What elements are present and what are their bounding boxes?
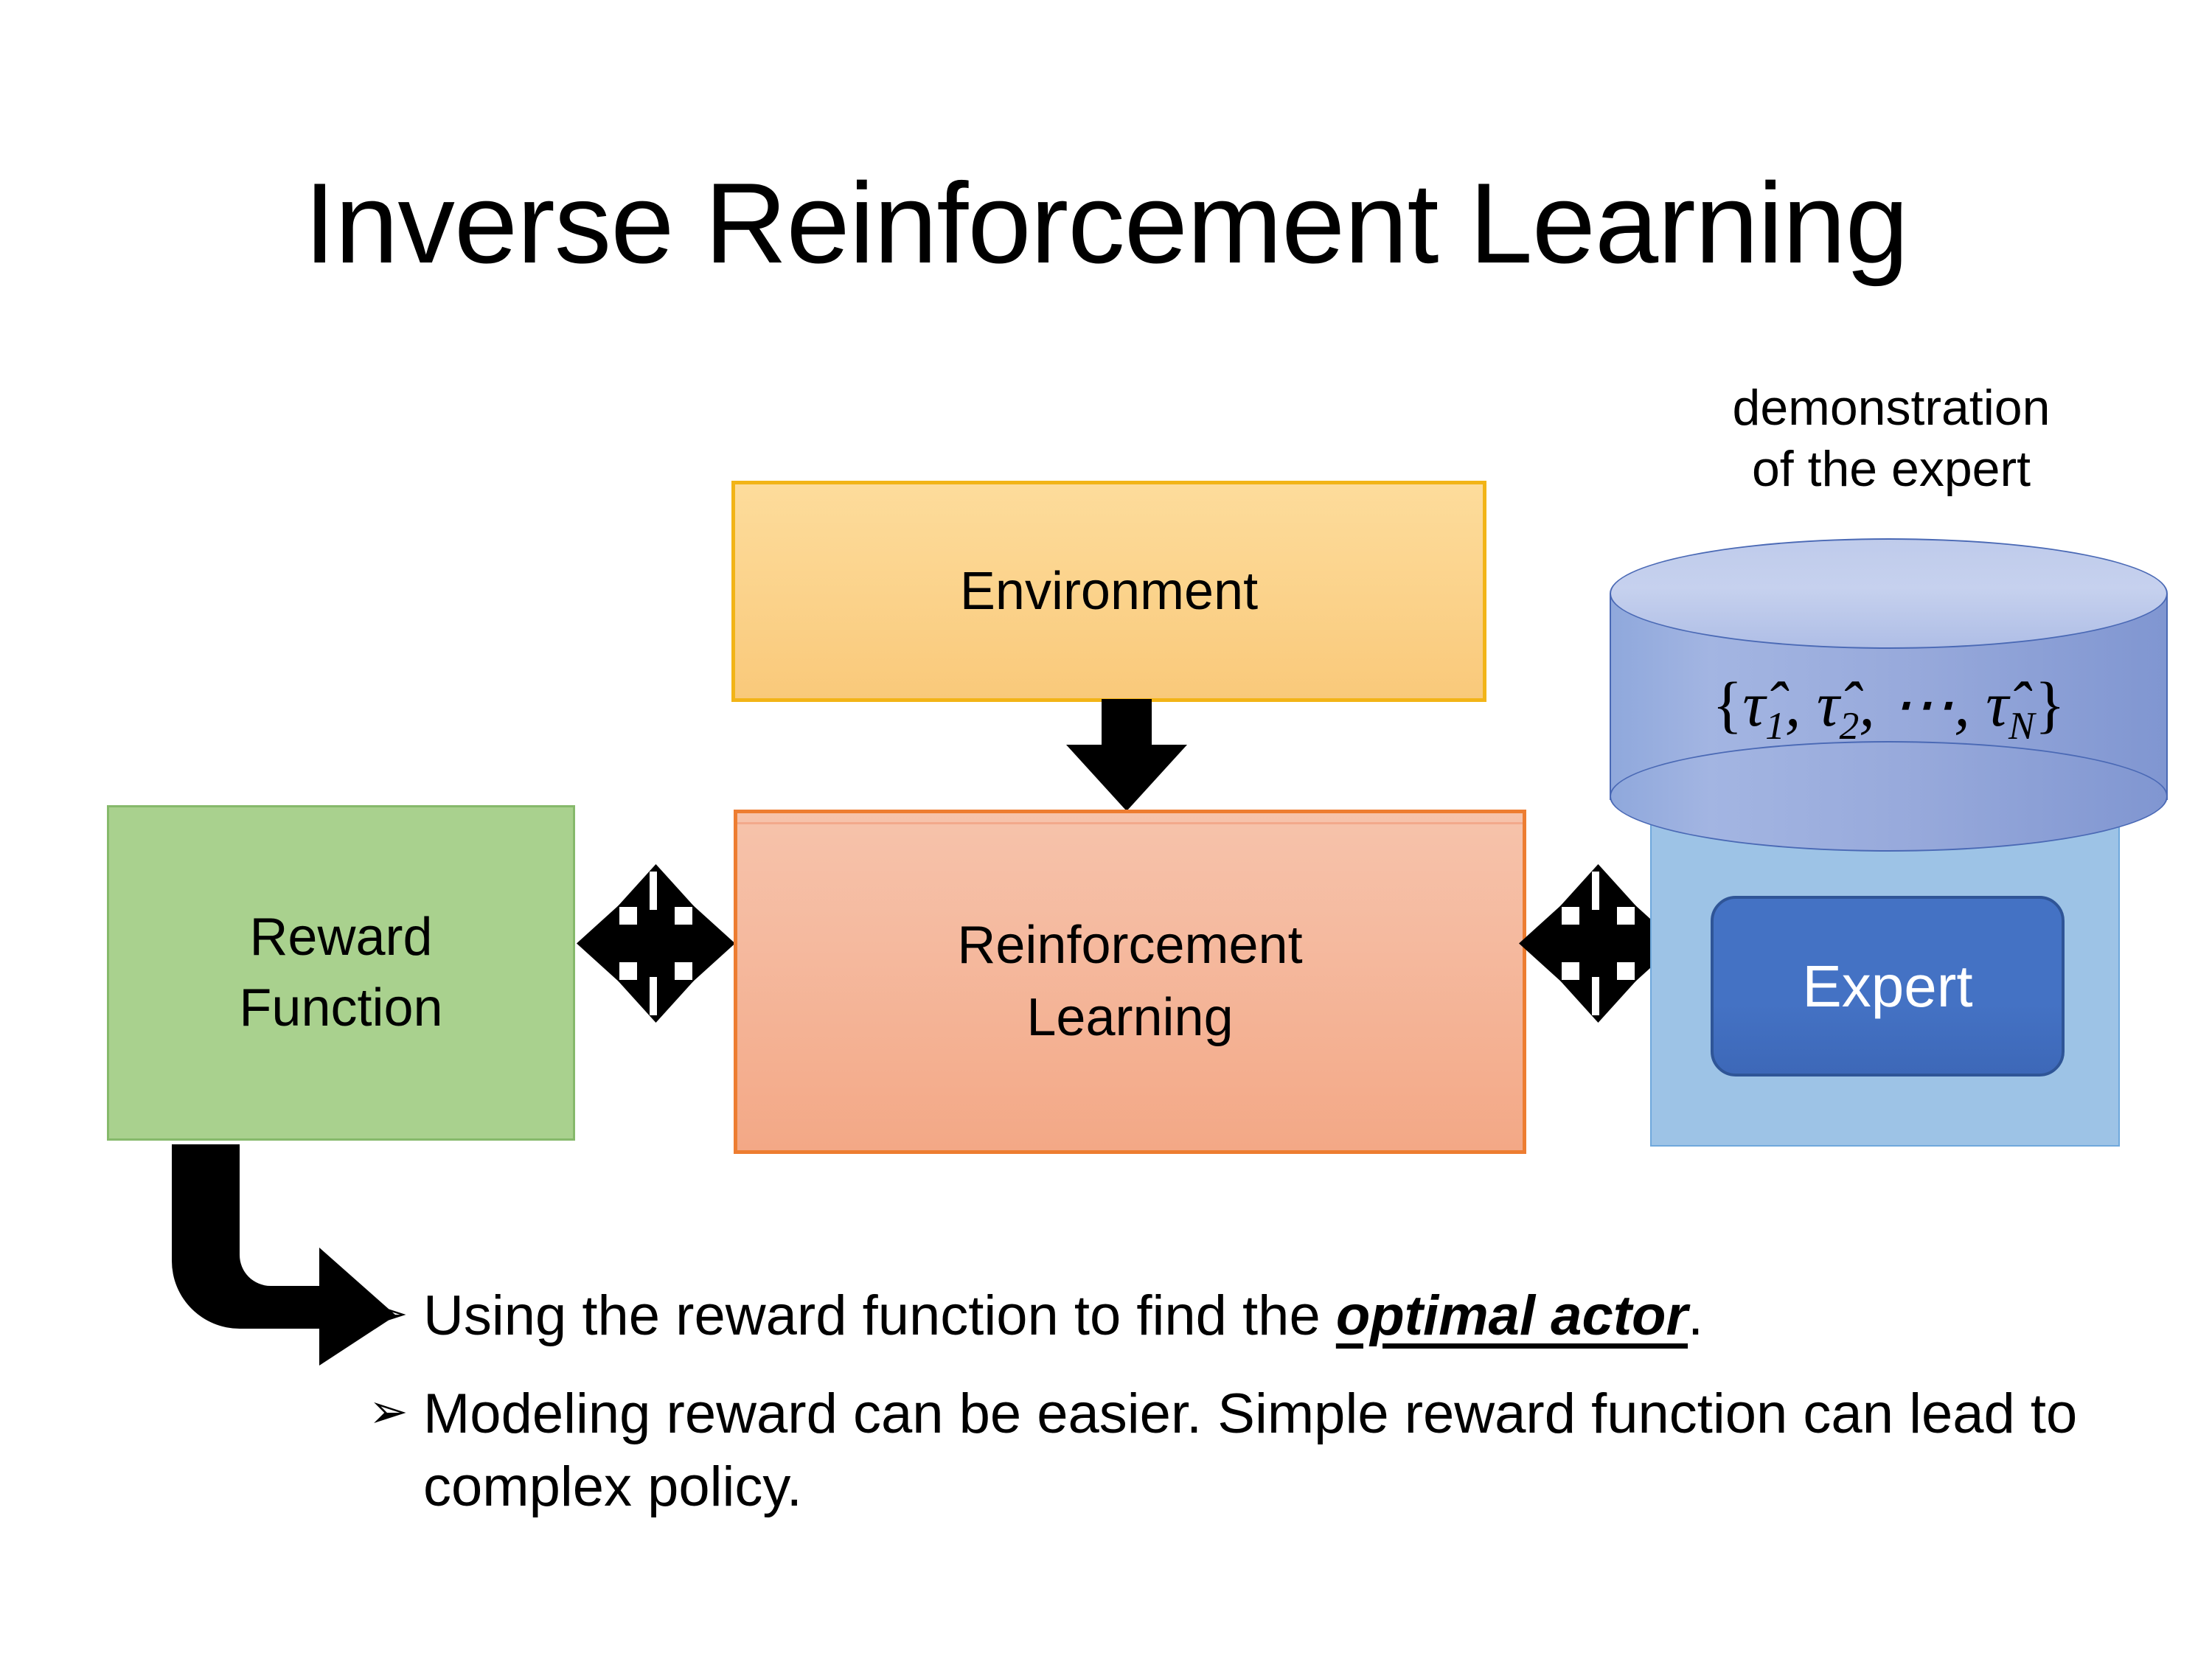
cylinder-top-ellipse xyxy=(1610,538,2168,649)
rl-label-line1: Reinforcement xyxy=(957,916,1303,975)
list-item: ➢ Modeling reward can be easier. Simple … xyxy=(369,1378,2138,1524)
formula-ellipsis: ⋯ xyxy=(1891,669,1955,740)
rl-label-line2: Learning xyxy=(1026,987,1234,1047)
formula-item-2: τ̂ xyxy=(1816,669,1840,740)
environment-box[interactable]: Environment xyxy=(731,481,1486,702)
trajectory-set-formula: {τ̂1, τ̂2, ⋯, τ̂N} xyxy=(1610,667,2168,748)
expert-chip[interactable]: Expert xyxy=(1711,896,2065,1077)
page-title: Inverse Reinforcement Learning xyxy=(304,159,1909,287)
demonstration-caption-line1: demonstration xyxy=(1732,380,2051,436)
bullet-text-1: Using the reward function to find the op… xyxy=(423,1280,2138,1353)
bullet-list: ➢ Using the reward function to find the … xyxy=(369,1280,2138,1548)
rl-box-inner-divider xyxy=(737,822,1523,824)
formula-item-n: τ̂ xyxy=(1986,669,2009,740)
cylinder-bottom-ellipse xyxy=(1610,741,2168,852)
reward-label-line1: Reward xyxy=(249,908,433,967)
formula-item-n-subscript: N xyxy=(2008,703,2035,748)
bullet-1-prefix: Using the reward function to find the xyxy=(423,1284,1336,1347)
reward-label-line2: Function xyxy=(239,978,443,1037)
bullet-1-suffix: . xyxy=(1688,1284,1704,1347)
quad-arrow-icon xyxy=(577,864,735,1023)
expert-chip-label: Expert xyxy=(1802,953,1973,1019)
bullet-arrow-icon: ➢ xyxy=(369,1287,408,1341)
formula-item-2-subscript: 2 xyxy=(1839,703,1860,748)
formula-item-1: τ̂ xyxy=(1742,669,1766,740)
formula-item-1-subscript: 1 xyxy=(1765,703,1785,748)
down-arrow-icon xyxy=(1066,699,1187,811)
formula-separator-2: , xyxy=(1859,669,1891,740)
bullet-text-2: Modeling reward can be easier. Simple re… xyxy=(423,1382,2078,1518)
quad-arrow-icon xyxy=(1519,864,1677,1023)
bullet-1-emphasis: optimal actor xyxy=(1335,1284,1688,1347)
demonstration-cylinder[interactable] xyxy=(1610,538,2168,852)
environment-box-label: Environment xyxy=(959,562,1259,621)
formula-close-brace: } xyxy=(2034,669,2065,740)
formula-separator-3: , xyxy=(1954,669,1986,740)
bent-arrow-icon xyxy=(172,1144,396,1366)
formula-open-brace: { xyxy=(1712,669,1743,740)
bullet-arrow-icon: ➢ xyxy=(369,1384,408,1439)
demonstration-caption-line2: of the expert xyxy=(1751,440,2031,497)
formula-separator-1: , xyxy=(1784,669,1817,740)
list-item: ➢ Using the reward function to find the … xyxy=(369,1280,2138,1353)
